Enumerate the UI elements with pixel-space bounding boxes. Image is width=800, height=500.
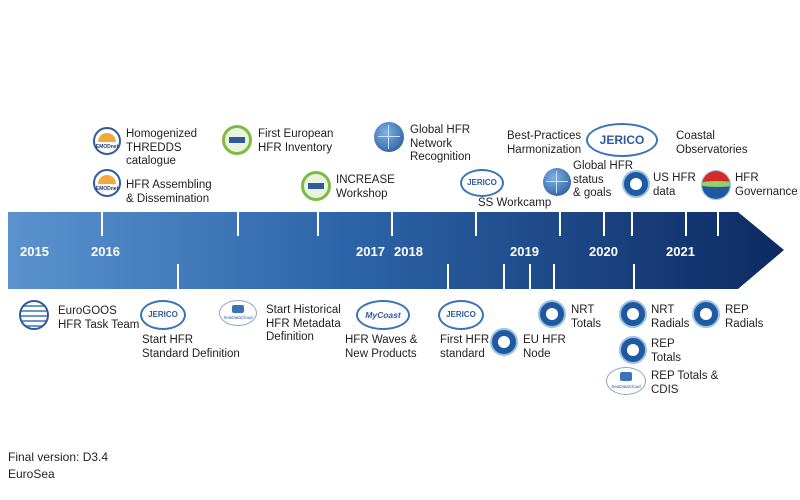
globe-logo xyxy=(543,168,571,196)
blue-badge-logo xyxy=(622,170,650,198)
year-label-2015: 2015 xyxy=(20,244,49,259)
blue-badge-logo xyxy=(692,300,720,328)
year-label-2020: 2020 xyxy=(589,244,618,259)
emodnet-logo: EMODnet xyxy=(93,127,121,155)
green-circle-logo xyxy=(301,171,331,201)
year-label-2016: 2016 xyxy=(91,244,120,259)
mycoast-logo: MyCoast xyxy=(356,300,410,330)
event-hfr-waves-new-products: HFR Waves &New Products xyxy=(345,334,418,360)
jerico-logo: JERICO xyxy=(140,300,186,330)
jerico-logo: JERICO xyxy=(438,300,484,330)
seadatacloud-logo: SeaDataCloud xyxy=(606,367,646,395)
year-label-2019: 2019 xyxy=(510,244,539,259)
timeline-ticks xyxy=(101,212,719,289)
seadatacloud-logo: SeaDataCloud xyxy=(219,300,257,326)
blue-badge-logo xyxy=(619,300,647,328)
jerico-s3-logo: JERICO xyxy=(586,123,658,157)
green-circle-logo xyxy=(222,125,252,155)
governance-logo xyxy=(701,170,731,200)
jerico-logo: JERICO xyxy=(460,169,504,197)
event-hfr-assembling: HFR Assembling& Dissemination xyxy=(126,179,212,205)
year-label-2021: 2021 xyxy=(666,244,695,259)
footer-version: Final version: D3.4 xyxy=(8,450,109,464)
footer-project: EuroSea xyxy=(8,467,55,481)
year-label-2018: 2018 xyxy=(394,244,423,259)
event-rep-totals-cdis: REP Totals &CDIS xyxy=(651,370,719,396)
year-label-2017: 2017 xyxy=(356,244,385,259)
blue-badge-logo xyxy=(538,300,566,328)
event-ss-workcamp: SS Workcamp xyxy=(478,197,552,209)
globe-logo xyxy=(374,122,404,152)
blue-badge-logo xyxy=(619,336,647,364)
timeline-arrow-body xyxy=(8,212,784,289)
emodnet-logo: EMODnet xyxy=(93,169,121,197)
blue-badge-logo xyxy=(490,328,518,356)
eurogoos-logo xyxy=(19,300,49,330)
